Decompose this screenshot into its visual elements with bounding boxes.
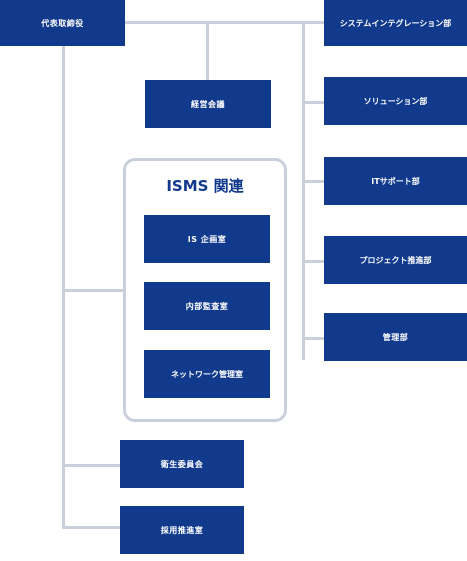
ceo-box: 代表取締役 — [0, 0, 125, 46]
internal-audit-office-box: 内部監査室 — [144, 282, 270, 330]
system-integration-dept-box: システムインテグレーション部 — [324, 0, 467, 46]
project-promotion-dept-box: プロジェクト推進部 — [324, 236, 467, 284]
isms-group-title: ISMS 関連 — [166, 177, 244, 195]
connector-dept-4 — [302, 260, 324, 263]
administration-dept-box: 管理部 — [324, 313, 467, 361]
connector-isms-group — [62, 289, 126, 292]
connector-right-vertical — [302, 24, 305, 360]
management-council-box: 経営会議 — [145, 80, 271, 128]
hygiene-committee-box: 衛生委員会 — [120, 440, 244, 488]
connector-recruitment — [62, 526, 120, 529]
connector-hygiene — [62, 464, 120, 467]
connector-dept-2 — [302, 101, 324, 104]
connector-dept-5 — [302, 337, 324, 340]
connector-top-horizontal — [120, 21, 325, 24]
is-planning-office-box: IS 企画室 — [144, 215, 270, 263]
it-support-dept-box: ITサポート部 — [324, 157, 467, 205]
network-management-office-box: ネットワーク管理室 — [144, 350, 270, 398]
connector-dept-3 — [302, 180, 324, 183]
connector-left-vertical — [62, 46, 65, 528]
connector-council-vertical — [206, 24, 209, 84]
solution-dept-box: ソリューション部 — [324, 77, 467, 125]
recruitment-office-box: 採用推進室 — [120, 506, 244, 554]
